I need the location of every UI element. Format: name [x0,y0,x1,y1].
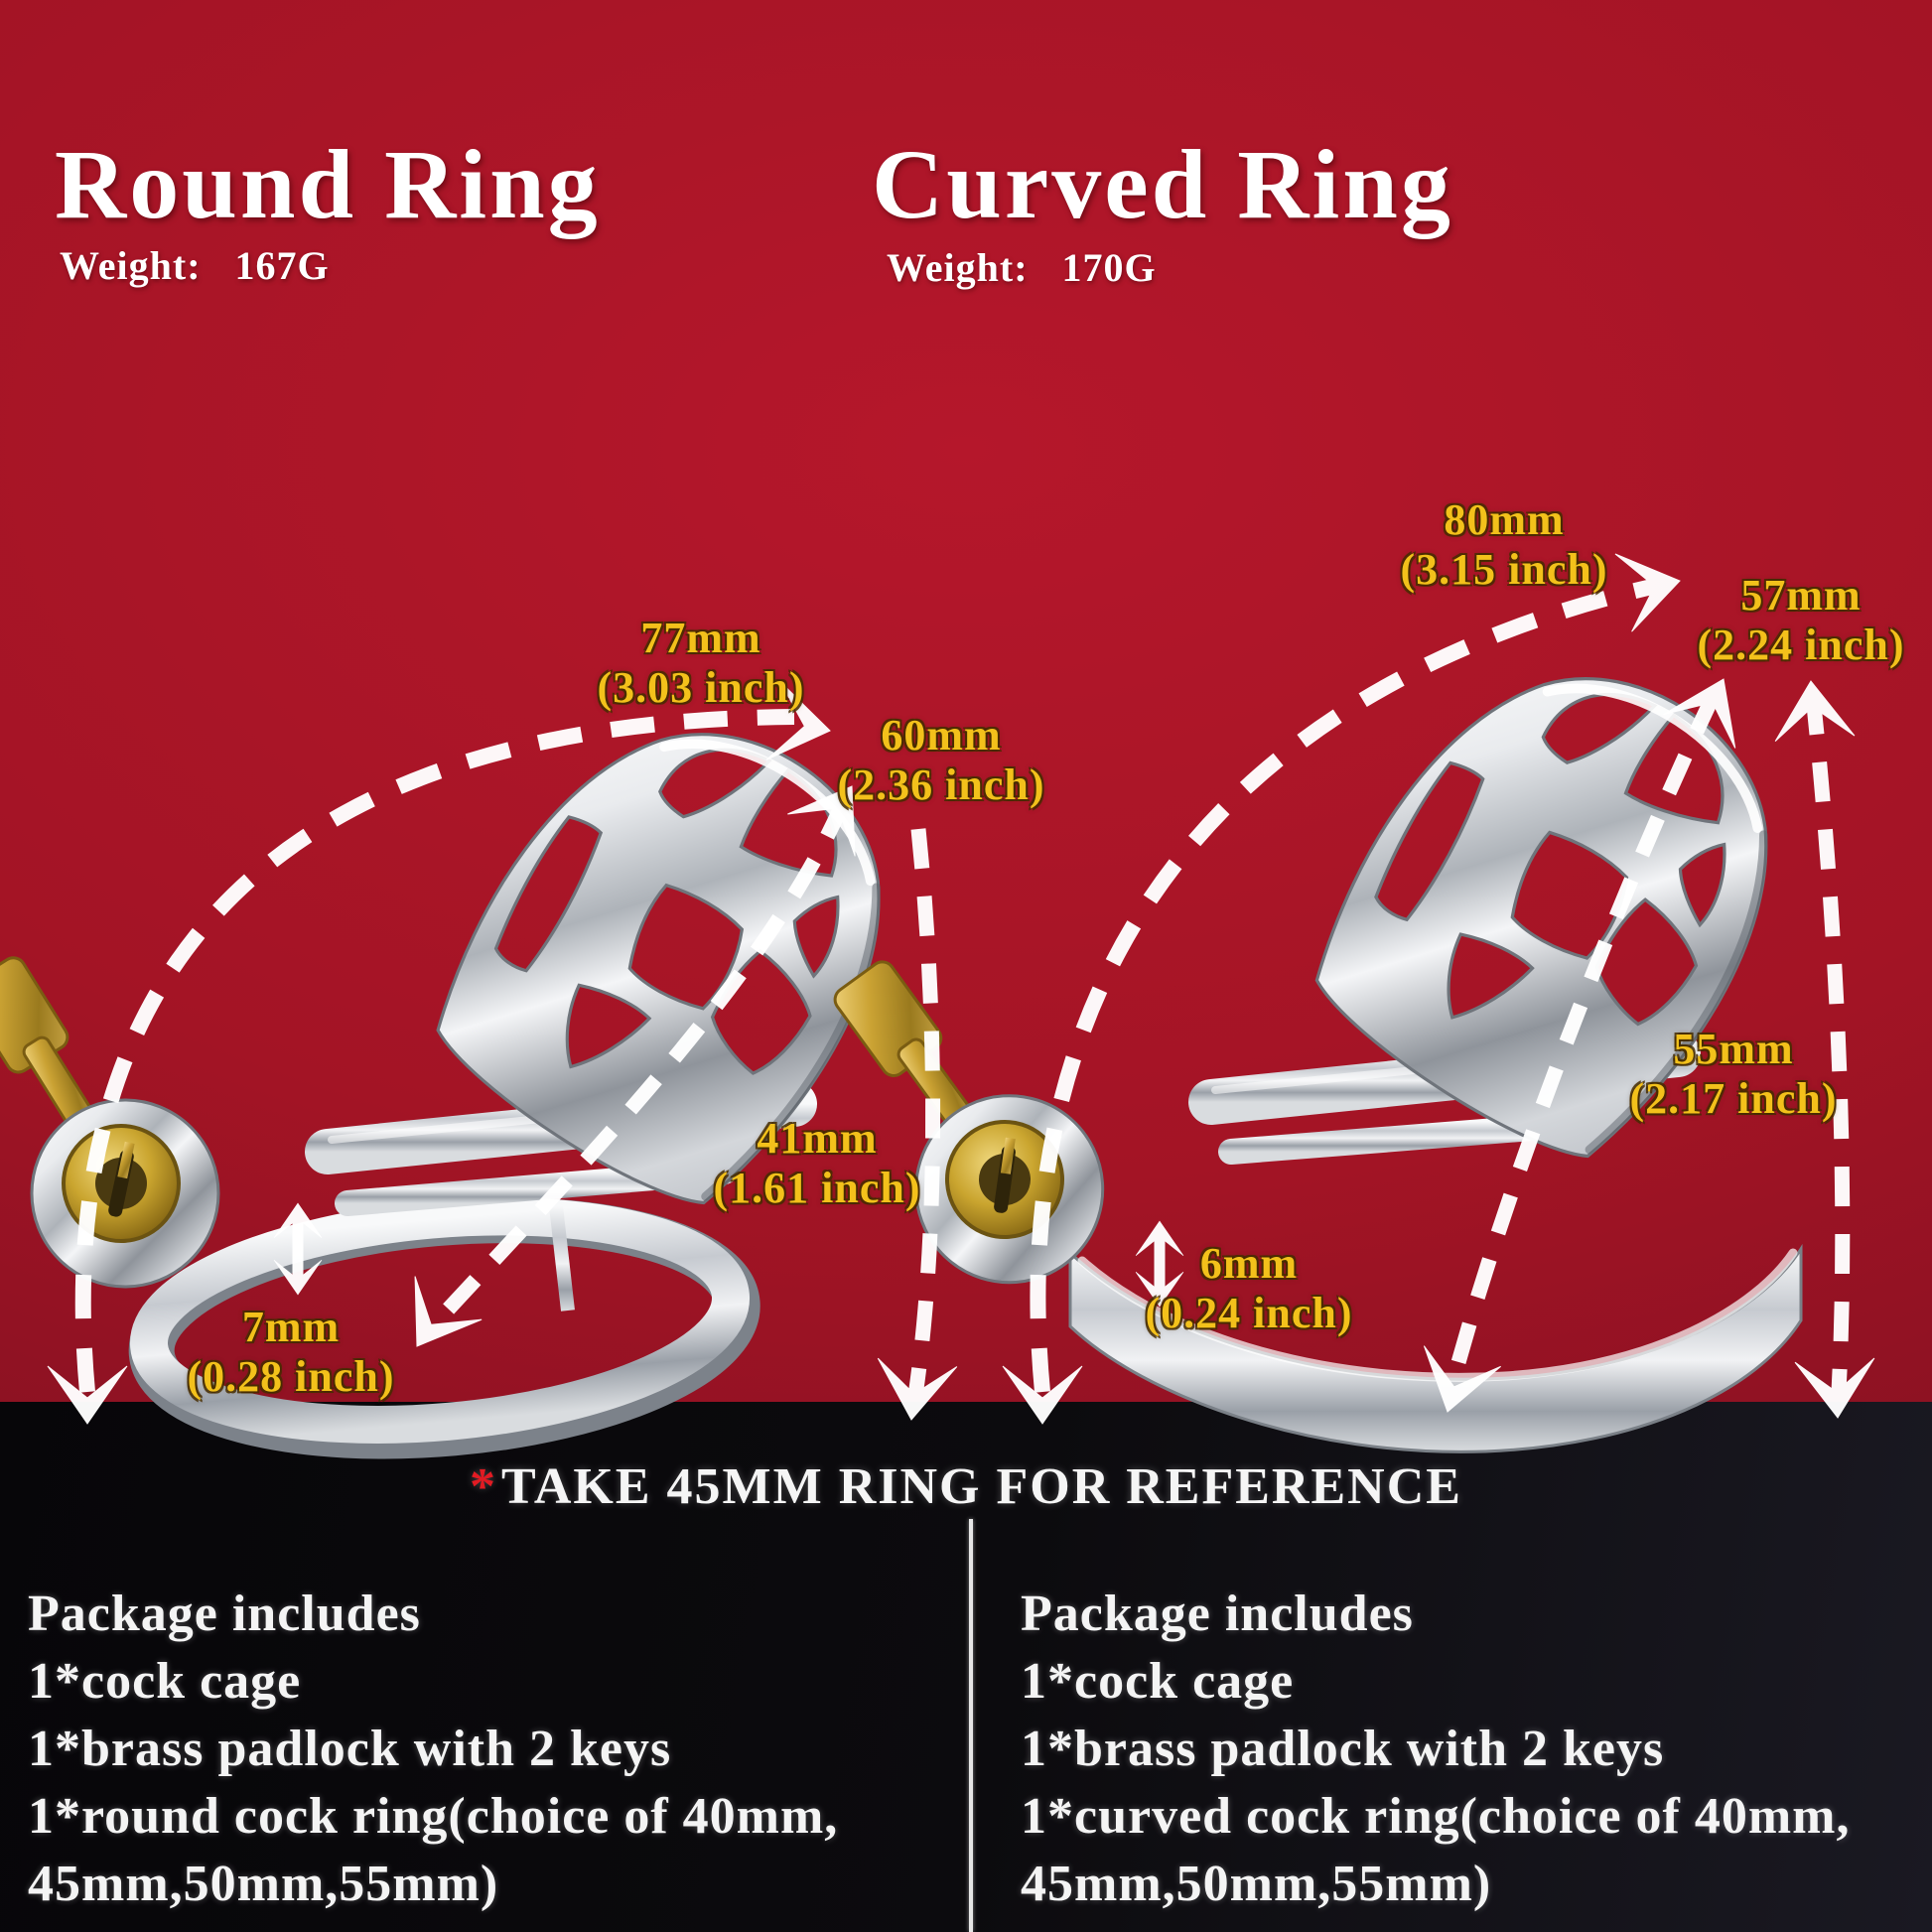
round-ring-weight: Weight: 167G [60,242,330,289]
black-backdrop [0,1402,1932,1932]
measurement-mm: 41mm [757,1114,878,1163]
package-item: 1*round cock ring(choice of 40mm, [28,1788,839,1845]
round-ring-device [0,664,954,1459]
measurement-mm: 60mm [881,711,1002,759]
measurement-inch: (0.28 inch) [187,1352,395,1401]
package-heading: Package includes [28,1586,421,1642]
weight-label: Weight: [60,243,202,288]
measurement-mm: 80mm [1444,495,1565,544]
reference-note: *TAKE 45MM RING FOR REFERENCE [0,1457,1932,1516]
measurement-mm: 77mm [640,614,761,662]
measurement-mm: 6mm [1199,1239,1299,1288]
asterisk: * [470,1458,498,1515]
measurement-7mm: 7mm (0.28 inch) [188,1303,395,1402]
weight-label: Weight: [887,245,1029,290]
package-list-round: Package includes 1*cock cage 1*brass pad… [28,1581,941,1918]
reference-text: TAKE 45MM RING FOR REFERENCE [501,1458,1462,1515]
measurement-80mm: 80mm (3.15 inch) [1401,495,1608,595]
measurement-41mm: 41mm (1.61 inch) [714,1114,921,1213]
measurement-60mm: 60mm (2.36 inch) [838,711,1045,810]
round-base-ring [128,1197,760,1459]
package-list-curved: Package includes 1*cock cage 1*brass pad… [1021,1581,1914,1918]
column-divider [969,1519,973,1932]
package-item: 1*cock cage [28,1653,302,1710]
measurement-57mm: 57mm (2.24 inch) [1698,571,1905,670]
measurement-inch: (0.24 inch) [1145,1289,1353,1337]
package-item: 1*brass padlock with 2 keys [28,1721,672,1777]
package-item: 45mm,50mm,55mm) [28,1856,499,1912]
measurement-inch: (2.36 inch) [837,760,1045,809]
package-heading: Package includes [1021,1586,1414,1642]
measurement-6mm: 6mm (0.24 inch) [1146,1239,1353,1338]
measurement-inch: (2.17 inch) [1629,1074,1838,1123]
measurement-55mm: 55mm (2.17 inch) [1630,1025,1838,1124]
round-ring-title: Round Ring [55,129,601,239]
measurement-inch: (3.15 inch) [1400,545,1608,594]
padlock-icon [0,951,220,1289]
weight-value: 167G [234,243,330,288]
measurement-inch: (1.61 inch) [713,1164,921,1212]
measurement-mm: 55mm [1673,1025,1794,1073]
measurement-mm: 7mm [241,1303,341,1351]
curved-ring-device [825,607,1843,1453]
package-item: 1*cock cage [1021,1653,1295,1710]
package-item: 1*brass padlock with 2 keys [1021,1721,1665,1777]
curved-base-ring [1068,1243,1803,1453]
measurement-77mm: 77mm (3.03 inch) [598,614,805,713]
measurement-inch: (2.24 inch) [1697,621,1905,669]
package-item: 45mm,50mm,55mm) [1021,1856,1492,1912]
curved-ring-title: Curved Ring [872,129,1453,239]
weight-value: 170G [1061,245,1157,290]
package-item: 1*curved cock ring(choice of 40mm, [1021,1788,1851,1845]
measurement-mm: 57mm [1740,571,1862,620]
curved-ring-weight: Weight: 170G [887,244,1157,291]
measurement-inch: (3.03 inch) [597,663,805,712]
measurement-arrows [47,541,1878,1425]
